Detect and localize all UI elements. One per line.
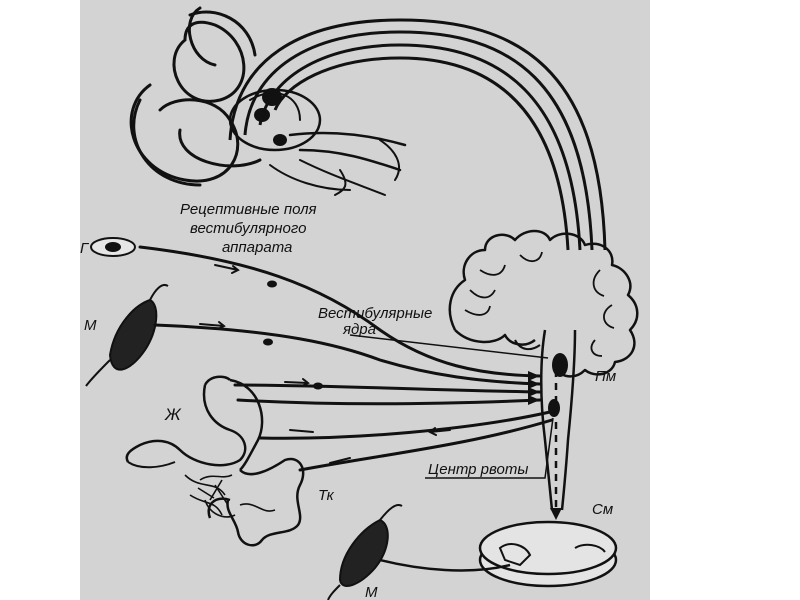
stomach <box>125 375 264 471</box>
label-stomach: Ж <box>164 405 182 424</box>
efferent-pathways <box>258 410 554 472</box>
convergence-arrowheads <box>528 371 540 405</box>
label-muscle-bottom: М <box>365 584 378 600</box>
afferent-pathways <box>138 245 542 406</box>
vestibular-nuclei <box>552 353 568 377</box>
label-leader-lines <box>349 334 554 479</box>
pathway-direction-arrows <box>199 264 451 464</box>
label-vestibular-nuclei-2: ядра <box>342 321 376 338</box>
label-receptive-fields-3: аппарата <box>222 239 292 256</box>
spinal-cord-section <box>478 520 618 588</box>
eye-receptor <box>90 237 136 257</box>
label-vomiting-center: Центр рвоты <box>428 461 528 478</box>
label-eye: Г <box>80 240 90 257</box>
muscle-top <box>85 284 169 387</box>
muscle-bottom <box>327 504 511 600</box>
vestibular-apparatus <box>129 6 407 196</box>
vestibular-pathway-arcs <box>228 18 607 251</box>
small-intestine <box>207 457 305 547</box>
nerve-plexus <box>184 474 276 518</box>
label-small-intestine: Тк <box>318 487 335 504</box>
label-receptive-fields-1: Рецептивные поля <box>180 201 317 218</box>
label-medulla: Пм <box>595 368 616 385</box>
pathway-ganglia <box>263 280 323 390</box>
cerebellum <box>448 229 639 378</box>
descending-arrowhead <box>550 508 562 520</box>
label-muscle-top: М <box>84 317 97 334</box>
label-spinal-cord: См <box>592 501 613 518</box>
label-vestibular-nuclei-1: Вестибулярные <box>318 305 432 322</box>
label-receptive-fields-2: вестибулярного <box>190 220 306 237</box>
vomiting-center-nuclei <box>548 399 560 417</box>
